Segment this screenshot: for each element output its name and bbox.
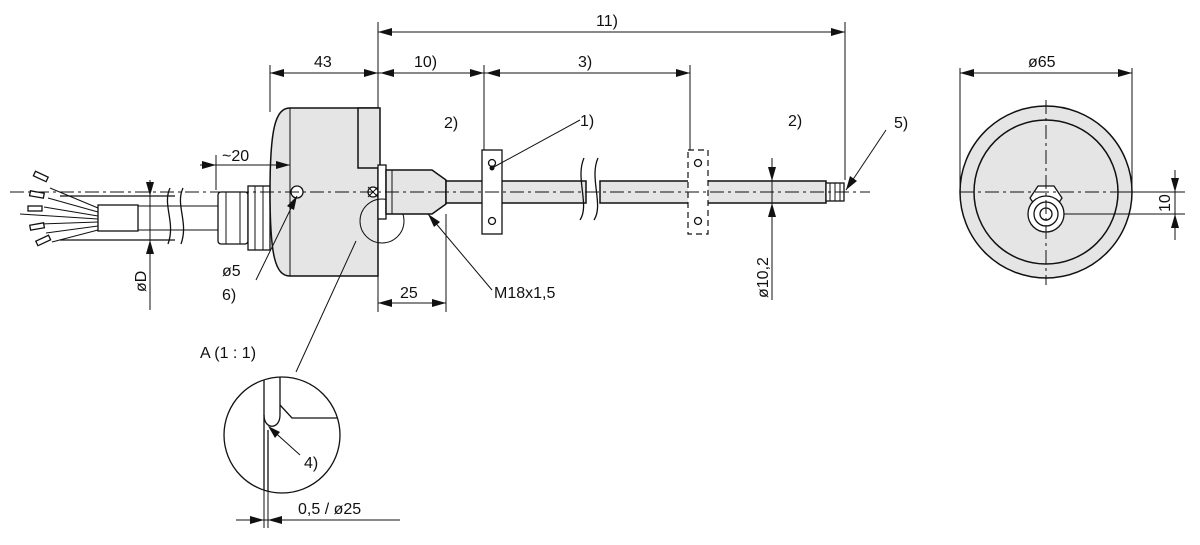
note-5-label: 5) (894, 115, 908, 132)
dim-10-label: 10) (414, 54, 437, 71)
dim-dia-5-label: ø5 (222, 263, 241, 280)
front-view (959, 68, 1185, 285)
detail-a-title: A (1 : 1) (200, 345, 256, 362)
dimensions (146, 22, 887, 373)
labels: 11) 43 10) 3) 2) 1) 2) 5) ~20 ø5 6) øD 2… (133, 13, 1174, 518)
cable (19, 170, 218, 247)
note-2-right-label: 2) (788, 113, 802, 130)
dim-43-label: 43 (314, 54, 332, 71)
dim-dia-d-label: øD (133, 271, 150, 292)
dim-25-label: 25 (400, 285, 418, 302)
cable-gland (217, 185, 271, 251)
dim-approx-20-label: ~20 (222, 148, 249, 165)
dim-05-25-label: 0,5 / ø25 (298, 501, 361, 518)
dim-dia-65-label: ø65 (1028, 54, 1056, 71)
note-1-label: 1) (580, 113, 594, 130)
note-6-label: 6) (222, 287, 236, 304)
dim-11-label: 11) (596, 13, 618, 30)
note-2-left-label: 2) (444, 115, 458, 132)
side-view (10, 107, 870, 277)
detail-a (223, 376, 400, 528)
dim-dia-10-2-label: ø10,2 (755, 257, 772, 298)
dim-3-label: 3) (578, 54, 592, 71)
dim-10-side-label: 10 (1157, 194, 1174, 212)
note-4-label: 4) (304, 455, 318, 472)
thread-label: M18x1,5 (494, 285, 555, 302)
